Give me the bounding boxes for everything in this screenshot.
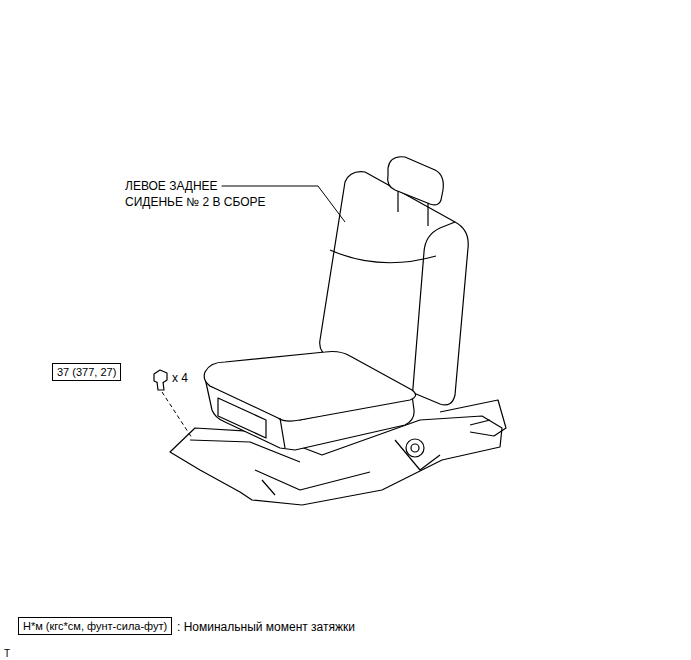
part-name: ЛЕВОЕ ЗАДНЕЕ СИДЕНЬЕ № 2 В СБОРЕ [125,178,275,210]
bolt-head [154,370,167,384]
headrest-post [397,190,398,212]
frame-hinge [411,444,419,452]
legend-torque-box: Н*м (кгс*см, фунт-сила-фут) [18,617,172,635]
backrest-seam [330,250,436,263]
backrest-side [412,222,455,400]
cushion-pocket [218,398,266,438]
figure-mark: T [4,646,10,660]
bolt-shank [157,382,164,390]
quantity-label: x 4 [172,370,188,386]
torque-spec-box: 37 (377, 27) [52,363,121,381]
torque-value: Н*м (кгс*см, фунт-сила-фут) [23,620,167,632]
seat-headrest [388,157,444,205]
torque-value: 37 (377, 27) [57,366,116,378]
bolt-leader [162,392,192,438]
headrest-post [427,202,428,226]
frame-hinge [406,439,424,457]
seat-rail [440,400,506,436]
cushion-seam [280,418,285,448]
legend-description: : Номинальный момент затяжки [177,619,355,635]
